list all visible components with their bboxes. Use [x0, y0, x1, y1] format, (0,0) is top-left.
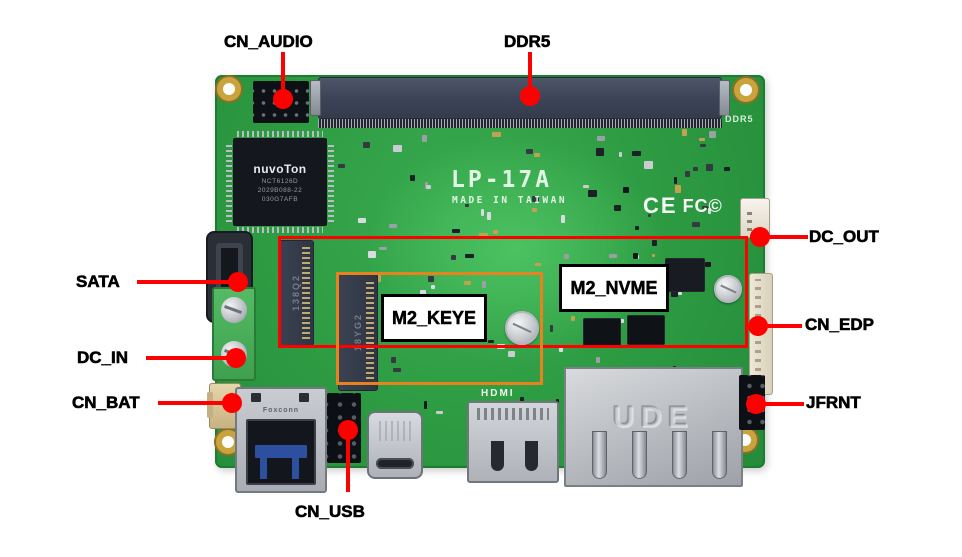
callout-label-sata: SATA	[76, 272, 120, 292]
callout-dot-jfrnt	[746, 394, 766, 414]
mounting-hole	[734, 78, 758, 102]
chip-pins	[237, 227, 323, 233]
callout-line-jfrnt	[758, 402, 804, 406]
usb3-brand-text: Foxconn	[262, 407, 300, 414]
hdmi-silkscreen: HDMI	[481, 388, 515, 399]
callout-label-cn-usb: CN_USB	[295, 502, 366, 522]
callout-label-cn-edp: CN_EDP	[805, 315, 875, 335]
callout-line-cn-audio	[281, 52, 285, 100]
callout-label-dc-out: DC_OUT	[809, 227, 880, 247]
callout-dot-dc-in	[226, 348, 246, 368]
usb-type-c-port	[367, 411, 423, 479]
chip-pins	[226, 142, 232, 222]
usb-shell-latch	[299, 393, 309, 402]
smd-component	[708, 130, 716, 138]
callout-label-ddr5: DDR5	[504, 32, 551, 52]
region-label-m2-nvme: M2_NVME	[559, 264, 669, 312]
lan-brand-text: UDE	[612, 401, 695, 434]
ce-mark: CE	[643, 193, 678, 218]
smd-component	[724, 167, 731, 171]
callout-dot-cn-edp	[748, 316, 768, 336]
chip-part-number: NCT6126D	[261, 177, 299, 185]
ddr5-slot-pins	[318, 119, 722, 128]
usb3-contact	[292, 457, 299, 479]
ddr5-silkscreen: DDR5	[725, 114, 754, 124]
chip-brand: nuvoTon	[253, 161, 307, 176]
smd-component	[693, 167, 699, 171]
usb3-tongue	[255, 445, 307, 458]
board-origin-silkscreen: MADE IN TAIWAN	[452, 195, 568, 206]
hdmi-latch-cutout	[491, 441, 504, 471]
callout-dot-dc-out	[750, 227, 770, 247]
rj45-shield-tab	[672, 431, 687, 479]
callout-dot-sata	[228, 272, 248, 292]
hdmi-latch-cutout	[525, 441, 538, 471]
memory-chip	[583, 318, 621, 348]
callout-line-cn-edp	[760, 324, 802, 328]
callout-line-sata	[137, 280, 240, 284]
board-model-silkscreen: LP-17A	[451, 167, 553, 193]
callout-label-jfrnt: JFRNT	[806, 393, 861, 413]
smd-component	[706, 164, 714, 171]
ddr5-latch	[310, 80, 321, 116]
smd-component	[699, 137, 706, 142]
certification-logos: CE FC©	[643, 193, 723, 219]
smd-component	[691, 222, 700, 228]
chip-lot-code: 2029B088-22	[257, 186, 303, 194]
smd-component	[674, 185, 681, 194]
usb-shell-latch	[251, 393, 261, 402]
callout-label-cn-audio: CN_AUDIO	[224, 32, 313, 52]
callout-line-ddr5	[528, 52, 532, 97]
region-label-m2-keye: M2_KEYE	[381, 294, 487, 342]
smd-component	[681, 129, 688, 136]
smd-component	[338, 163, 345, 168]
callout-dot-cn-bat	[222, 393, 242, 413]
rj45-shield-tab	[592, 431, 607, 479]
usb3-cavity	[246, 419, 316, 485]
smd-component	[436, 410, 443, 414]
smd-component	[674, 177, 678, 185]
callout-line-cn-bat	[158, 401, 234, 405]
chip-pins	[328, 142, 334, 222]
callout-dot-cn-audio	[273, 89, 293, 109]
super-io-chip: nuvoTon NCT6126D 2029B088-22 030G7AFB	[233, 138, 327, 226]
usb3-port: Foxconn	[235, 387, 327, 493]
m2-keye-highlight-rectangle	[336, 272, 543, 385]
callout-line-dc-in	[146, 356, 238, 360]
smd-component	[699, 143, 707, 147]
m2-standoff-screw	[714, 275, 742, 303]
smd-component	[685, 170, 691, 178]
m2-nvme-highlight-rectangle	[278, 236, 748, 348]
memory-chip	[627, 315, 665, 345]
terminal-screw	[221, 297, 247, 323]
mounting-hole	[217, 77, 241, 101]
lan-rj45-port: UDE	[564, 367, 743, 487]
usb3-contact	[260, 457, 267, 479]
dc-in-terminal-block	[212, 287, 256, 381]
rj45-shield-tab	[632, 431, 647, 479]
callout-dot-ddr5	[520, 86, 540, 106]
callout-line-cn-usb	[346, 432, 350, 492]
callout-line-dc-out	[750, 235, 808, 239]
chip-date-code: 030G7AFB	[261, 195, 299, 203]
chip-pins	[237, 131, 323, 137]
fcc-mark: FC©	[682, 195, 723, 216]
callout-label-cn-bat: CN_BAT	[72, 393, 140, 413]
hdmi-port	[467, 401, 559, 483]
ddr5-latch	[719, 80, 730, 116]
callout-dot-cn-usb	[338, 420, 358, 440]
m2-socket: 138Q2	[278, 240, 314, 346]
callout-label-dc-in: DC_IN	[77, 348, 129, 368]
smd-component	[423, 401, 428, 409]
rj45-shield-tab	[712, 431, 727, 479]
